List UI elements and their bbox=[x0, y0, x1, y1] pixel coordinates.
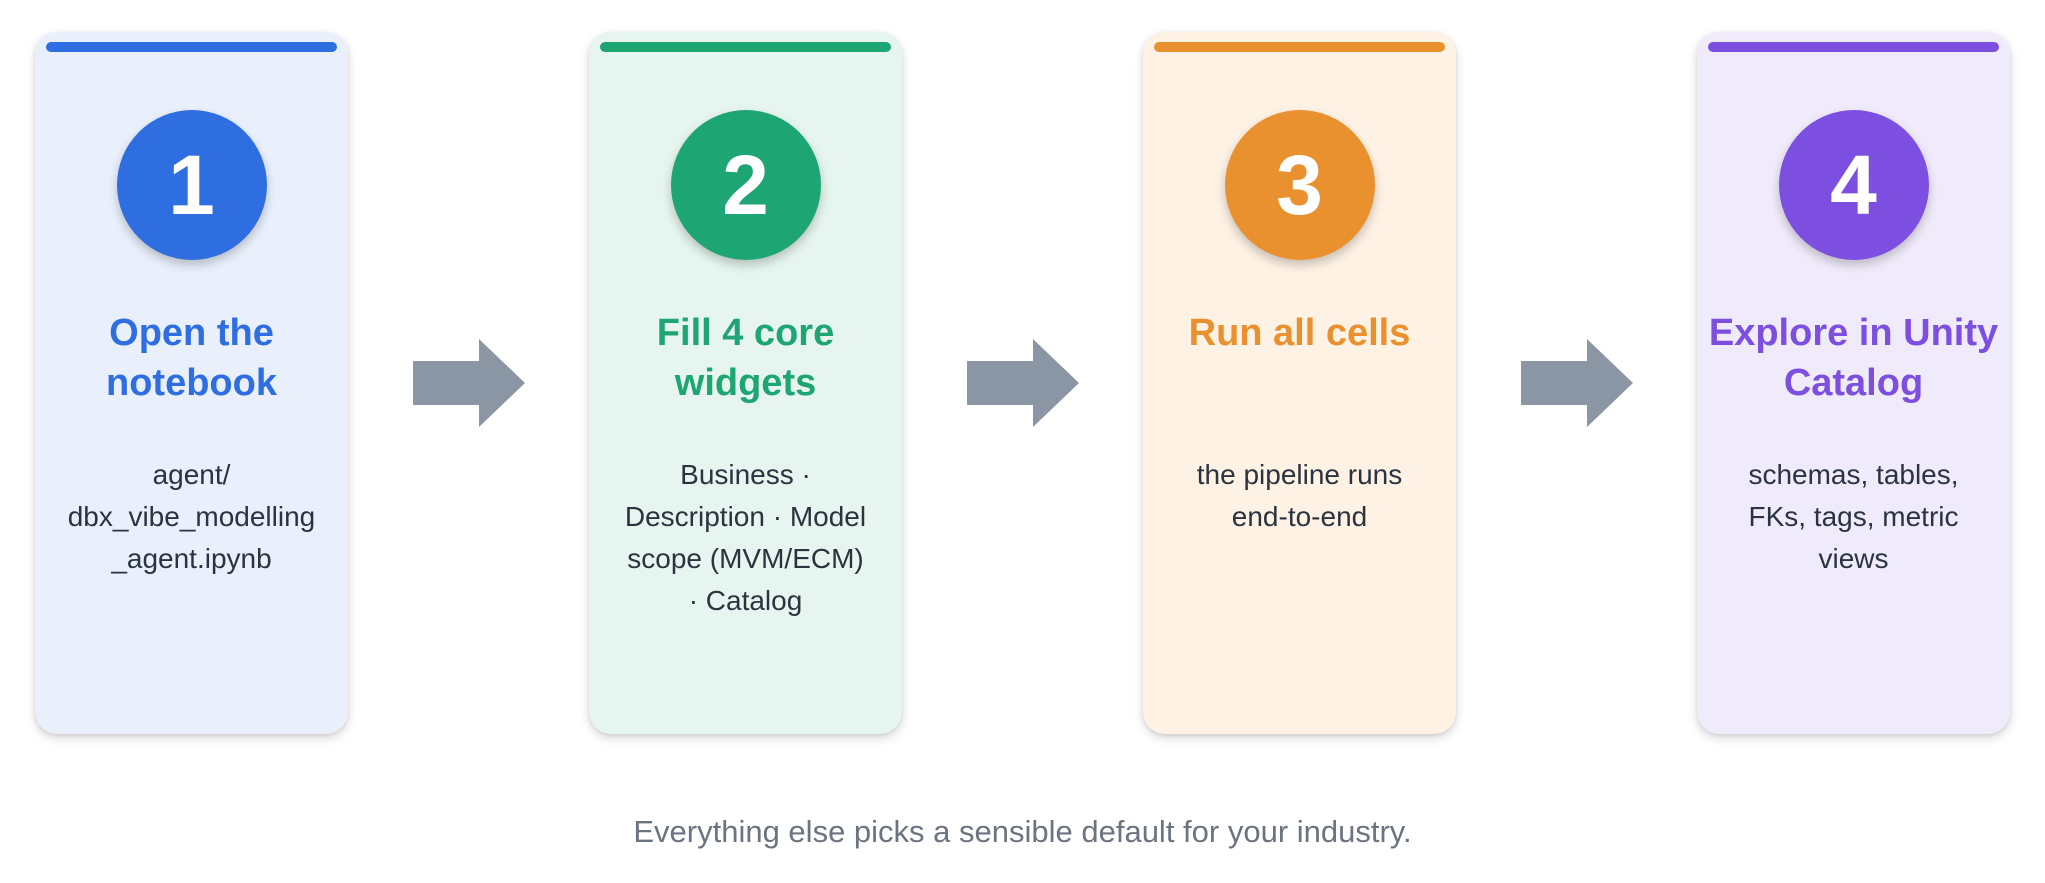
step-2-description: Business · Description · Model scope (MV… bbox=[624, 459, 867, 616]
step-2-title: Fill 4 core widgets bbox=[656, 312, 835, 404]
step-4-accent-bar bbox=[1708, 42, 1999, 52]
step-1-title: Open the notebook bbox=[106, 312, 277, 404]
step-3-description: the pipeline runs end-to-end bbox=[1196, 459, 1403, 532]
footer-note: Everything else picks a sensible default… bbox=[633, 814, 1412, 849]
step-card-1: 1 Open the notebook agent/ dbx_vibe_mode… bbox=[35, 32, 348, 734]
step-4-number-badge: 4 bbox=[1778, 110, 1929, 260]
step-3-title: Run all cells bbox=[1188, 312, 1411, 354]
step-card-4: 4 Explore in Unity Catalog schemas, tabl… bbox=[1697, 32, 2010, 734]
step-card-2: 2 Fill 4 core widgets Business · Descrip… bbox=[589, 32, 902, 734]
step-3-number-badge: 3 bbox=[1224, 110, 1375, 260]
step-3-accent-bar bbox=[1154, 42, 1445, 52]
step-2-accent-bar bbox=[600, 42, 891, 52]
arrow-right-icon bbox=[413, 339, 525, 427]
step-4-description: schemas, tables, FKs, tags, metric views bbox=[1748, 459, 1959, 574]
step-2-number-badge: 2 bbox=[670, 110, 821, 260]
step-1-accent-bar bbox=[46, 42, 337, 52]
step-1-number-badge: 1 bbox=[116, 110, 267, 260]
step-4-title: Explore in Unity Catalog bbox=[1708, 312, 1999, 404]
arrow-right-icon bbox=[967, 339, 1079, 427]
step-1-description: agent/ dbx_vibe_modelling_agent.ipynb bbox=[67, 459, 316, 574]
arrow-right-icon bbox=[1521, 339, 1633, 427]
step-card-3: 3 Run all cells the pipeline runs end-to… bbox=[1143, 32, 1456, 734]
